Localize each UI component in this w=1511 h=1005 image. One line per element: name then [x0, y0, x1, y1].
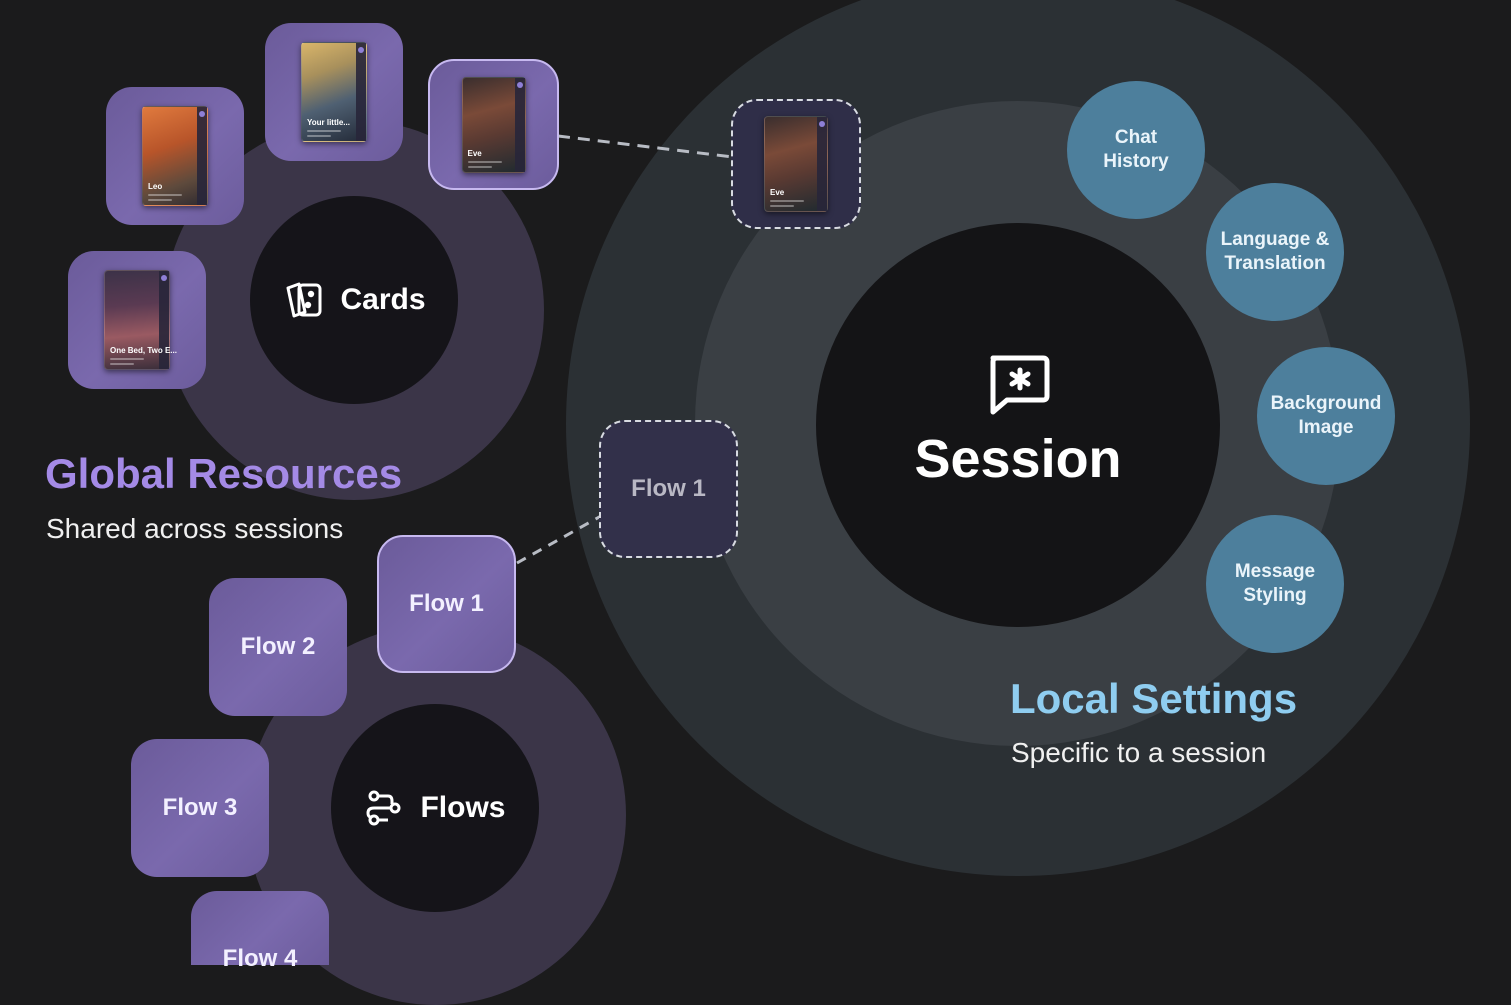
flows-hub-label: Flows [420, 791, 506, 824]
global-resources-title: Global Resources [45, 450, 403, 497]
linked-flow-label: Flow 1 [631, 475, 706, 502]
card-thumbnail: Leo [142, 106, 208, 206]
cards-icon [282, 280, 326, 320]
connector-lines [516, 134, 734, 565]
linked-card-thumbnail: Eve [764, 116, 828, 212]
flow-connector-line [516, 514, 602, 565]
setting-message-styling[interactable]: Message Styling [1206, 515, 1344, 653]
global-resources-subtitle: Shared across sessions [46, 513, 344, 544]
flows-hub[interactable] [331, 704, 539, 912]
card-connector-line [557, 134, 734, 159]
setting-label: Message Styling [1234, 561, 1316, 606]
setting-language-translation[interactable]: Language & Translation [1206, 183, 1344, 321]
card-thumbnail: Your little... [301, 42, 367, 142]
flow-tile-1[interactable]: Flow 1 [377, 535, 516, 673]
card-thumbnail: Eve [461, 76, 526, 173]
session-core-content: Session [816, 350, 1220, 490]
local-settings-subtitle: Specific to a session [1011, 737, 1267, 768]
setting-background-image[interactable]: Background Image [1257, 347, 1395, 485]
cards-hub-content: Cards [250, 196, 458, 404]
card-name: One Bed, Two E... [110, 346, 177, 355]
setting-chat-history[interactable]: Chat History [1067, 81, 1205, 219]
flows-icon [364, 788, 404, 828]
flow-tile-4-label: Flow 4 [222, 945, 298, 972]
flow-tile-4[interactable]: Flow 4 [191, 891, 329, 972]
card-tile-leo[interactable]: Leo [106, 87, 244, 225]
card-name: Eve [467, 148, 482, 158]
setting-label: Background Image [1270, 393, 1382, 438]
card-tile-one-bed[interactable]: One Bed, Two E... [68, 251, 206, 389]
setting-label: Chat History [1103, 127, 1169, 172]
setting-label: Language & Translation [1220, 229, 1330, 274]
cards-hub[interactable] [250, 196, 458, 404]
session-linked-card-slot[interactable]: Eve [731, 99, 861, 229]
linked-card-name: Eve [770, 188, 785, 197]
card-tile-your-little[interactable]: Your little... [265, 23, 403, 161]
flow-tile-2[interactable]: Flow 2 [209, 578, 347, 716]
session-core[interactable] [816, 223, 1220, 627]
session-label: Session [914, 429, 1122, 489]
session-linked-flow-slot[interactable]: Flow 1 [599, 420, 738, 558]
card-thumbnail: One Bed, Two E... [104, 270, 177, 370]
card-name: Your little... [307, 118, 350, 127]
cards-hub-label: Cards [340, 283, 426, 316]
local-settings-title: Local Settings [1010, 675, 1298, 722]
card-tile-eve[interactable]: Eve [428, 59, 559, 190]
flows-hub-content: Flows [331, 704, 539, 912]
card-name: Leo [148, 182, 163, 191]
flow-tile-3[interactable]: Flow 3 [131, 739, 269, 877]
chat-asterisk-icon [985, 350, 1051, 416]
